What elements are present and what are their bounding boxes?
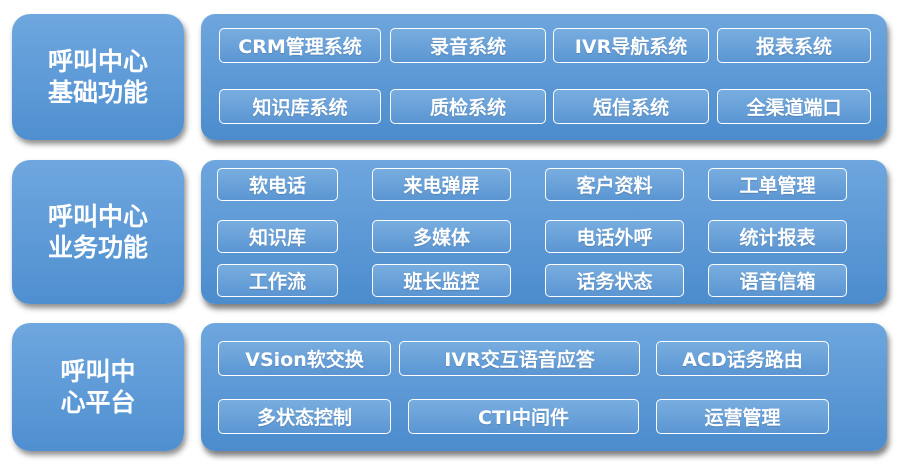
platform-ivr: IVR交互语音应答 [399, 341, 640, 376]
tier-panel-basic: CRM管理系统 录音系统 IVR导航系统 报表系统 知识库系统 质检系统 短信系… [201, 14, 887, 140]
feature-customer-data: 客户资料 [545, 168, 684, 201]
feature-outbound: 电话外呼 [545, 220, 684, 253]
tier-panel-platform: VSion软交换 IVR交互语音应答 ACD话务路由 多状态控制 CTI中间件 … [201, 323, 887, 451]
module-report: 报表系统 [717, 28, 871, 63]
feature-stats-report: 统计报表 [708, 220, 847, 253]
tier-label-business: 呼叫中心 业务功能 [12, 160, 184, 304]
platform-multistate-control: 多状态控制 [218, 399, 391, 434]
feature-multimedia: 多媒体 [372, 220, 511, 253]
feature-softphone: 软电话 [217, 168, 338, 201]
platform-operations: 运营管理 [656, 399, 829, 434]
platform-acd: ACD话务路由 [656, 341, 829, 376]
feature-workflow: 工作流 [217, 264, 338, 297]
feature-voicemail: 语音信箱 [708, 264, 847, 297]
feature-ticket: 工单管理 [708, 168, 847, 201]
module-omnichannel: 全渠道端口 [717, 89, 871, 124]
module-qa: 质检系统 [390, 89, 546, 124]
module-recording: 录音系统 [390, 28, 546, 63]
module-knowledge-base: 知识库系统 [219, 89, 381, 124]
feature-screen-pop: 来电弹屏 [372, 168, 511, 201]
feature-agent-status: 话务状态 [545, 264, 684, 297]
tier-panel-business: 软电话 来电弹屏 客户资料 工单管理 知识库 多媒体 电话外呼 统计报表 工作流… [201, 160, 887, 304]
platform-cti-middleware: CTI中间件 [408, 399, 639, 434]
module-crm: CRM管理系统 [219, 28, 381, 63]
platform-vsion-softswitch: VSion软交换 [218, 341, 391, 376]
tier-label-basic: 呼叫中心 基础功能 [12, 14, 184, 140]
module-ivr-nav: IVR导航系统 [553, 28, 709, 63]
module-sms: 短信系统 [553, 89, 709, 124]
feature-knowledge: 知识库 [217, 220, 338, 253]
feature-supervisor-monitor: 班长监控 [372, 264, 511, 297]
tier-label-platform: 呼叫中 心平台 [12, 323, 184, 451]
